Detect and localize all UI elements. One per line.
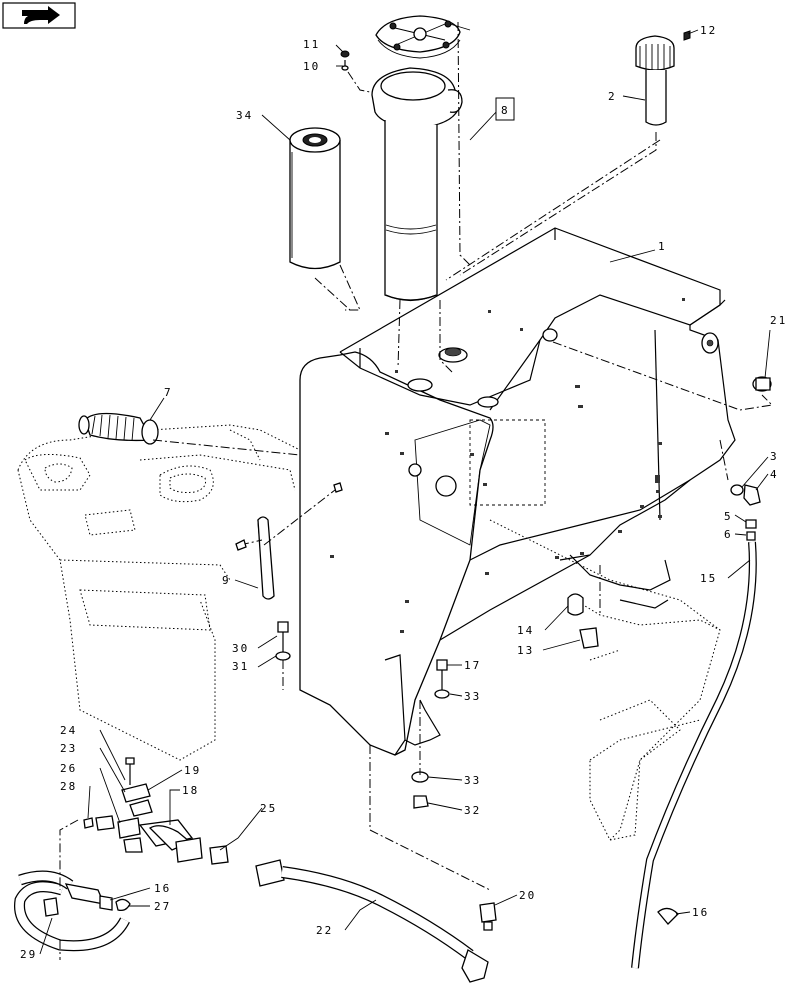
callout-3: 3 [770,450,779,463]
breather-cap[interactable] [635,35,675,126]
callout-8: 8 [501,104,510,117]
callout-33-upper: 33 [464,690,481,703]
callout-20: 20 [519,889,536,902]
callout-31: 31 [232,660,249,673]
callout-19: 19 [184,764,201,777]
assembly-lines [59,21,774,960]
callout-33-lower: 33 [464,774,481,787]
filter-element[interactable] [289,127,341,270]
callout-28: 28 [60,780,77,793]
suction-strainer[interactable] [78,412,159,445]
hose-22[interactable] [255,859,489,983]
callout-6: 6 [724,528,733,541]
callout-23: 23 [60,742,77,755]
callout-25: 25 [260,802,277,815]
callout-7: 7 [164,386,173,399]
callout-34: 34 [236,109,253,122]
callout-30: 30 [232,642,249,655]
callout-13: 13 [517,644,534,657]
callout-14: 14 [517,624,534,637]
callout-2: 2 [608,90,617,103]
arrow-icon [22,6,60,24]
callout-4: 4 [770,468,779,481]
nav-arrow-button[interactable] [2,2,76,29]
callout-11: 11 [303,38,320,51]
filter-housing[interactable] [371,15,463,302]
hydraulic-tank[interactable] [257,227,736,756]
callout-21: 21 [770,314,787,327]
callout-29: 29 [20,948,37,961]
callout-24: 24 [60,724,77,737]
callout-5: 5 [724,510,733,523]
frame-dotted [17,424,721,841]
sight-gauge[interactable] [239,516,275,600]
callout-22: 22 [316,924,333,937]
callout-8-box: 8 [495,97,515,121]
callout-27: 27 [154,900,171,913]
fitting-20[interactable] [479,902,497,931]
callout-17: 17 [464,659,481,672]
hose-15[interactable] [631,541,757,969]
small-parts [235,30,772,809]
callout-10: 10 [303,60,320,73]
callout-leaders [39,23,771,955]
callout-1: 1 [658,240,667,253]
callout-15: 15 [700,572,717,585]
callout-9: 9 [222,574,231,587]
drain-valve-assembly[interactable] [83,757,229,865]
hose-loop[interactable] [14,870,131,952]
callout-26: 26 [60,762,77,775]
callout-labels: 1 2 3 4 5 6 7 8 9 10 11 12 13 14 15 16 1… [20,24,787,961]
callout-32: 32 [464,804,481,817]
callout-18: 18 [182,784,199,797]
callout-16-right: 16 [692,906,709,919]
callout-12: 12 [700,24,717,37]
callout-16-left: 16 [154,882,171,895]
